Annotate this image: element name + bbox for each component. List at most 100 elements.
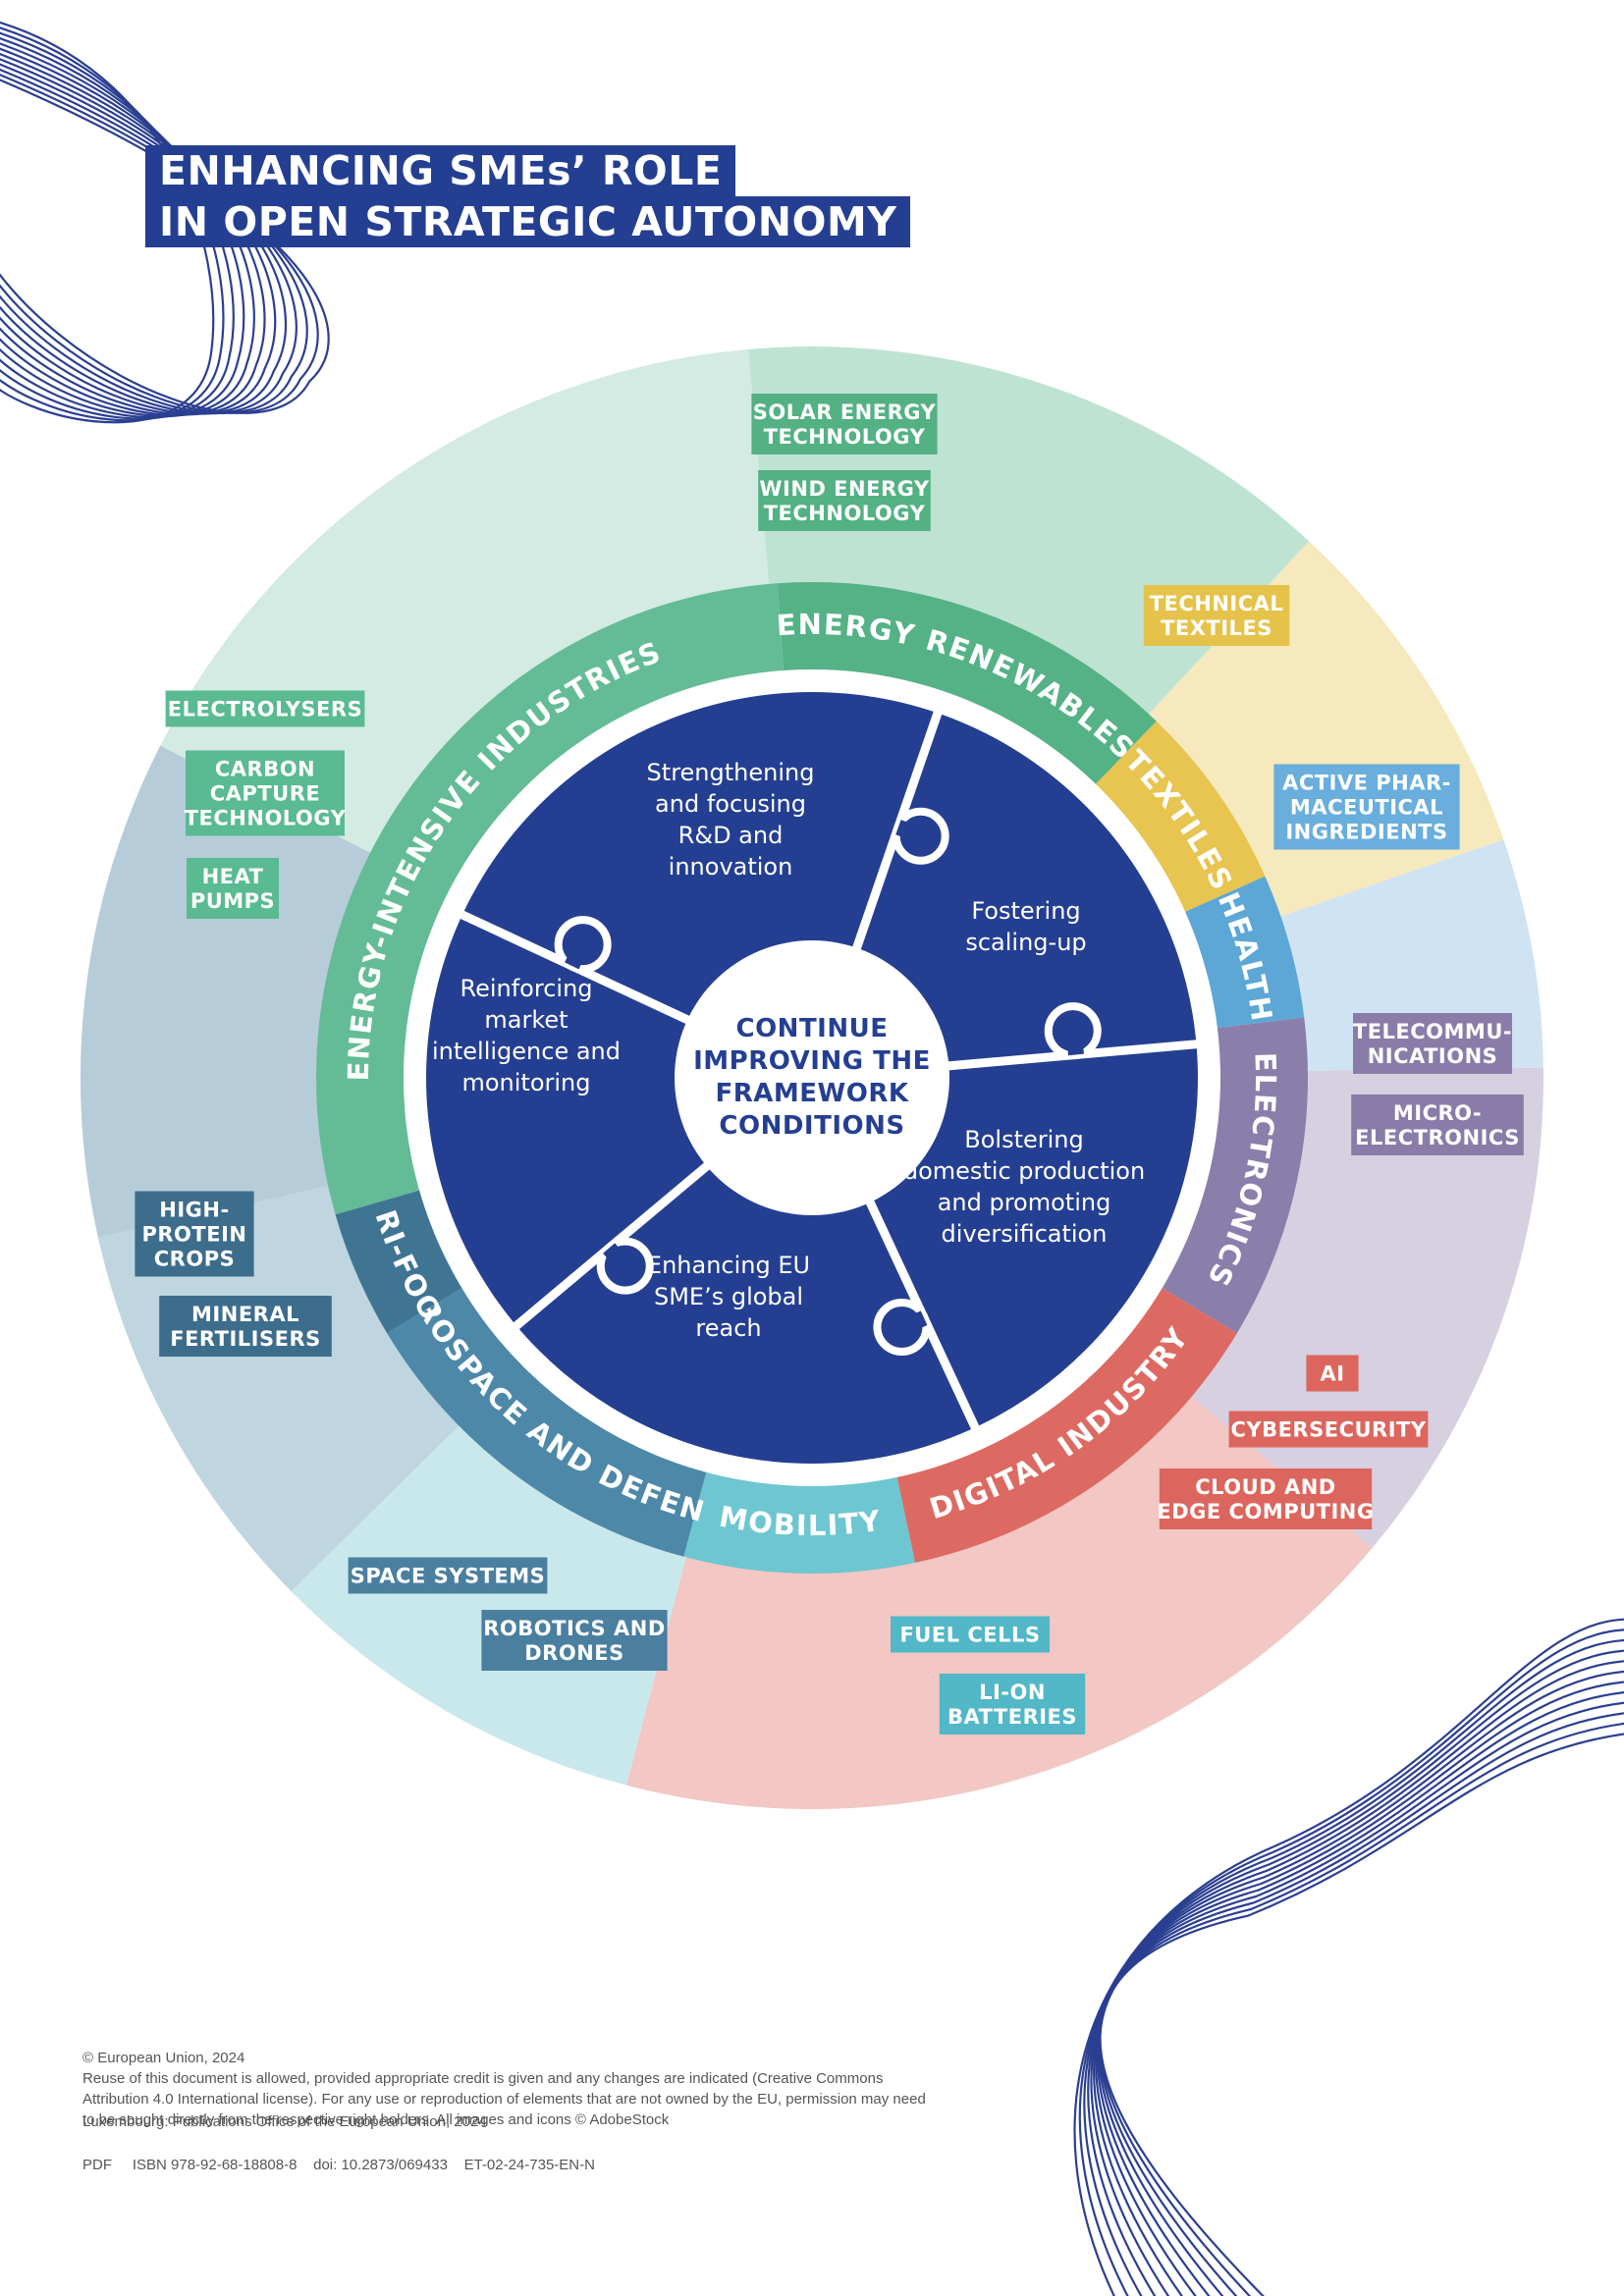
puzzle-text-line: Bolstering: [964, 1126, 1083, 1153]
tag-box: [165, 690, 365, 727]
wave-line-bottom-right: [1093, 1670, 1624, 2296]
wave-line-bottom-right: [1090, 1660, 1624, 2296]
tag-text-line: BATTERIES: [947, 1705, 1077, 1729]
tag-box: [159, 1296, 332, 1357]
center-text-line: CONDITIONS: [719, 1111, 904, 1141]
tag-text-line: CROPS: [154, 1248, 235, 1271]
tag-box: [1353, 1013, 1512, 1074]
tag-text-line: CARBON: [215, 758, 315, 781]
puzzle-knob: [1044, 1002, 1102, 1060]
tag-text-line: MICRO-: [1393, 1101, 1482, 1125]
tag-box: [348, 1557, 548, 1594]
decorative-wave-lines: [0, 22, 1624, 2296]
footer-identifiers: PDF ISBN 978-92-68-18808-8 doi: 10.2873/…: [82, 2157, 595, 2173]
puzzle-text-line: Enhancing EU: [647, 1252, 810, 1279]
tag-text-line: WIND ENERGY: [759, 477, 930, 501]
tag-text-line: TECHNOLOGY: [764, 502, 926, 525]
wave-line-bottom-right: [1096, 1691, 1624, 2296]
tag-box: [758, 470, 931, 531]
tag-text-line: INGREDIENTS: [1285, 821, 1447, 844]
puzzle-text-line: diversification: [942, 1220, 1108, 1248]
puzzle-text-line: Strengthening: [647, 759, 815, 786]
tag-text-line: HIGH-: [159, 1199, 229, 1222]
footer-license: Reuse of this document is allowed, provi…: [82, 2070, 926, 2128]
tag-box: [1273, 764, 1460, 850]
wave-line-bottom-right: [1073, 1618, 1624, 2296]
tag-box: [891, 1616, 1050, 1653]
tag-text-line: TECHNOLOGY: [764, 425, 926, 449]
tag-text-line: MACEUTICAL: [1290, 796, 1443, 820]
center-text-line: CONTINUE: [736, 1014, 889, 1043]
wave-line-bottom-right: [1097, 1701, 1624, 2296]
tag-digital-industry-1: AI: [1306, 1355, 1359, 1392]
page-title-line-1: ENHANCING SMEs’ ROLE: [145, 145, 736, 196]
tag-text-line: TELECOMMU-: [1353, 1020, 1512, 1043]
wave-line-top-left: [0, 42, 255, 417]
puzzle-text-line: R&D and: [678, 822, 784, 849]
tag-box: [1159, 1468, 1373, 1529]
tag-digital-industry-2: CYBERSECURITY: [1228, 1411, 1429, 1448]
tag-box: [1306, 1355, 1359, 1392]
wave-line-bottom-right: [1078, 1629, 1624, 2296]
puzzle-knob: [554, 916, 612, 974]
puzzle-knob: [892, 807, 949, 865]
puzzle-text-line: Reinforcing: [460, 975, 592, 1002]
center-text-line: IMPROVING THE: [693, 1046, 931, 1076]
tag-box: [187, 858, 279, 919]
tag-text-line: PUMPS: [190, 889, 275, 913]
puzzle-knob: [873, 1299, 931, 1357]
puzzle-piece-scaling: Fostering scaling-up: [965, 897, 1086, 956]
center-circle: [675, 940, 949, 1215]
tag-text-line: SOLAR ENERGY: [753, 400, 937, 424]
sector-wedge-aerospace-defence: [97, 1185, 460, 1592]
tag-text-line: EDGE COMPUTING: [1157, 1500, 1374, 1523]
tag-text-line: CYBERSECURITY: [1230, 1418, 1426, 1442]
tag-energy-intensive-1: ELECTROLYSERS: [165, 690, 365, 727]
tag-text-line: TECHNOLOGY: [185, 807, 347, 830]
technology-tags: ELECTROLYSERSCARBONCAPTURETECHNOLOGYHEAT…: [135, 394, 1524, 1735]
tag-text-line: LI-ON: [979, 1681, 1046, 1704]
puzzle-text-line: intelligence and: [432, 1038, 621, 1065]
tag-text-line: NICATIONS: [1368, 1044, 1498, 1068]
tag-text-line: MINERAL: [191, 1303, 299, 1326]
wave-line-bottom-right: [1095, 1681, 1624, 2296]
tag-text-line: CAPTURE: [210, 782, 320, 806]
puzzle-text-line: scaling-up: [965, 929, 1086, 956]
ring-segment-digital-industry: [896, 1287, 1237, 1563]
tag-text-line: CLOUD AND: [1195, 1475, 1335, 1499]
wave-line-top-left: [0, 22, 215, 424]
ring-segment-mobility: [683, 1470, 915, 1574]
sector-wedge-agri-food: [81, 745, 372, 1238]
puzzle-text-line: SME’s global: [654, 1283, 803, 1310]
puzzle-text-line: domestic production: [903, 1157, 1145, 1185]
puzzle-text-line: Fostering: [971, 897, 1080, 925]
tag-text-line: FUEL CELLS: [899, 1624, 1040, 1647]
tag-text-line: PROTEIN: [142, 1223, 247, 1247]
wave-line-top-left: [0, 47, 266, 416]
puzzle-text-line: innovation: [669, 853, 793, 881]
tag-text-line: TECHNICAL: [1150, 592, 1284, 615]
footer-copyright: © European Union, 2024: [82, 2050, 245, 2066]
tag-aerospace-defence-1: SPACE SYSTEMS: [348, 1557, 548, 1594]
ring-segment-energy-intensive: [316, 583, 785, 1215]
tag-box: [751, 394, 938, 454]
tag-box: [135, 1191, 254, 1277]
puzzle-text-line: and focusing: [655, 790, 806, 818]
puzzle-text-line: market: [484, 1006, 568, 1034]
tag-text-line: HEAT: [202, 865, 264, 888]
footer-publisher: Luxembourg: Publications Office of the E…: [82, 2113, 487, 2130]
ring-segment-electronics: [1161, 1017, 1308, 1334]
ring-segment-aerospace-defence: [387, 1287, 707, 1557]
wave-line-bottom-right: [1098, 1712, 1624, 2296]
tag-box: [186, 750, 345, 836]
tag-box: [1143, 585, 1290, 646]
